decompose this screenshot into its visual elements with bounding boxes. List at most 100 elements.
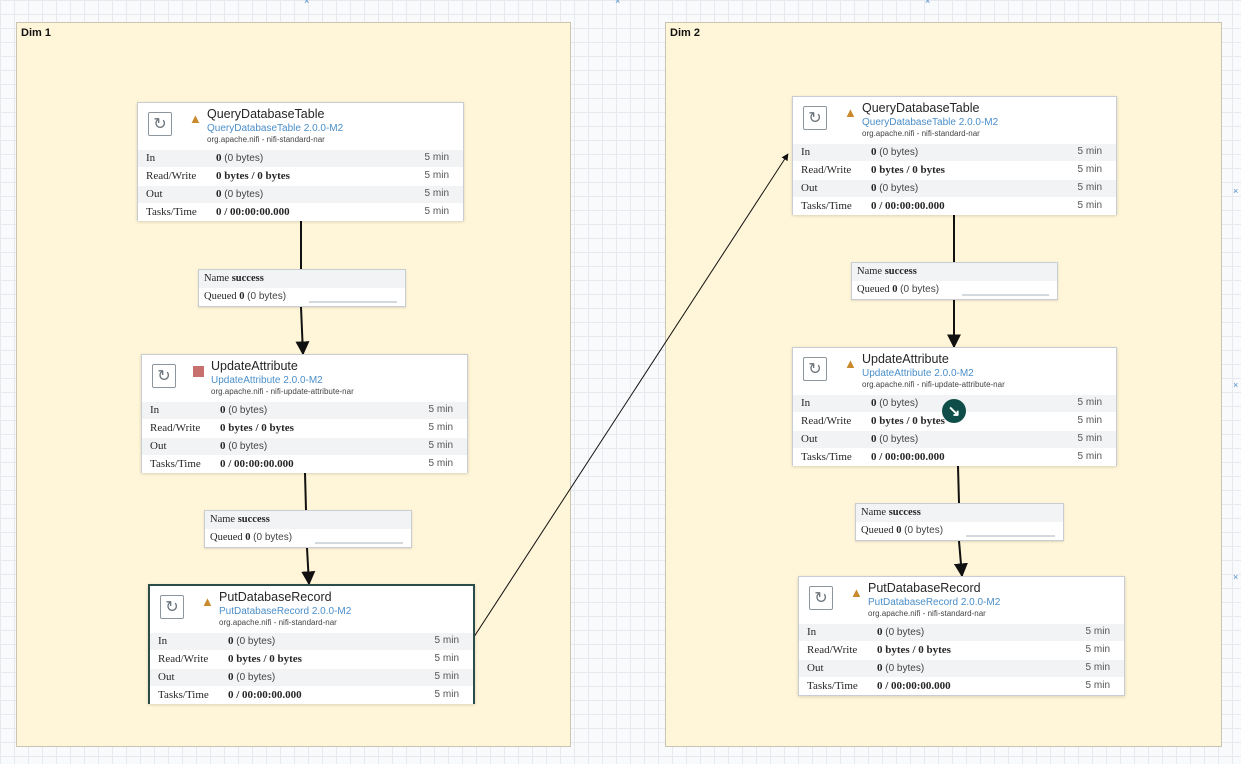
connection-line — [301, 547, 316, 586]
stat-value: 0 (0 bytes) — [871, 146, 919, 158]
processor-type: PutDatabaseRecord 2.0.0-M2 — [219, 606, 352, 617]
stat-row-tasks-time: Tasks/Time 0 / 00:00:00.000 5 min — [142, 455, 467, 473]
stat-label: Tasks/Time — [801, 200, 852, 212]
processor-putdatabaserecord[interactable]: ↻ ▲ PutDatabaseRecord PutDatabaseRecord … — [798, 576, 1125, 696]
processor-icon: ↻ — [148, 112, 172, 136]
connection-line — [295, 306, 310, 356]
process-group-title: Dim 1 — [21, 27, 51, 39]
connection-name: Name success — [857, 266, 917, 277]
stat-row-read-write: Read/Write 0 bytes / 0 bytes 5 min — [799, 641, 1124, 659]
processor-type: QueryDatabaseTable 2.0.0-M2 — [207, 123, 344, 134]
connection-line — [957, 465, 960, 504]
queue-bar — [966, 535, 1055, 537]
stat-window: 5 min — [1077, 146, 1102, 157]
stat-value: 0 bytes / 0 bytes — [228, 653, 302, 665]
warning-icon[interactable]: ▲ — [201, 594, 214, 609]
cross-group-connection-line — [469, 153, 789, 644]
stat-value: 0 (0 bytes) — [871, 433, 919, 445]
stat-window: 5 min — [428, 404, 453, 415]
stat-row-in: In 0 (0 bytes) 5 min — [150, 632, 473, 650]
stat-label: Tasks/Time — [150, 458, 201, 470]
processor-type: QueryDatabaseTable 2.0.0-M2 — [862, 117, 999, 128]
queue-bar — [962, 294, 1049, 296]
stat-window: 5 min — [1077, 433, 1102, 444]
processor-querydatabasetable[interactable]: ↻ ▲ QueryDatabaseTable QueryDatabaseTabl… — [137, 102, 464, 221]
processor-name: UpdateAttribute — [211, 359, 298, 373]
stat-value: 0 / 00:00:00.000 — [220, 458, 294, 470]
warning-icon[interactable]: ▲ — [844, 356, 857, 371]
stat-label: Read/Write — [146, 170, 197, 182]
stat-value: 0 / 00:00:00.000 — [871, 451, 945, 463]
stat-label: Read/Write — [807, 644, 858, 656]
stat-window: 5 min — [1077, 164, 1102, 175]
stat-window: 5 min — [1085, 626, 1110, 637]
warning-icon[interactable]: ▲ — [850, 585, 863, 600]
stat-value: 0 / 00:00:00.000 — [871, 200, 945, 212]
stat-row-tasks-time: Tasks/Time 0 / 00:00:00.000 5 min — [138, 203, 463, 221]
processor-querydatabasetable[interactable]: ↻ ▲ QueryDatabaseTable QueryDatabaseTabl… — [792, 96, 1117, 215]
connection-label[interactable]: Name success Queued 0 (0 bytes) — [198, 269, 406, 307]
processor-icon: ↻ — [809, 586, 833, 610]
stat-value: 0 bytes / 0 bytes — [220, 422, 294, 434]
stat-value: 0 / 00:00:00.000 — [216, 206, 290, 218]
grid-marker: × — [1233, 572, 1239, 582]
stat-value: 0 bytes / 0 bytes — [871, 164, 945, 176]
processor-updateattribute[interactable]: ↻ UpdateAttribute UpdateAttribute 2.0.0-… — [141, 354, 468, 473]
processor-putdatabaserecord[interactable]: ↻ ▲ PutDatabaseRecord PutDatabaseRecord … — [148, 584, 475, 704]
grid-marker: × — [925, 0, 931, 6]
stat-row-out: Out 0 (0 bytes) 5 min — [142, 437, 467, 455]
stat-row-out: Out 0 (0 bytes) 5 min — [138, 185, 463, 203]
stat-window: 5 min — [434, 689, 459, 700]
stat-label: In — [158, 635, 168, 647]
processor-bundle: org.apache.nifi - nifi-update-attribute-… — [862, 380, 1005, 389]
stat-value: 0 (0 bytes) — [216, 188, 264, 200]
processor-type: UpdateAttribute 2.0.0-M2 — [211, 375, 323, 386]
stat-row-read-write: Read/Write 0 bytes / 0 bytes 5 min — [150, 650, 473, 668]
processor-name: PutDatabaseRecord — [219, 590, 332, 604]
stat-label: Out — [150, 440, 167, 452]
processor-icon: ↻ — [152, 364, 176, 388]
grid-marker: × — [615, 0, 621, 6]
grid-marker: × — [1233, 186, 1239, 196]
processor-bundle: org.apache.nifi - nifi-standard-nar — [862, 129, 980, 138]
stat-label: Read/Write — [801, 164, 852, 176]
stat-value: 0 (0 bytes) — [877, 626, 925, 638]
connection-label[interactable]: Name success Queued 0 (0 bytes) — [204, 510, 412, 548]
connection-label[interactable]: Name success Queued 0 (0 bytes) — [855, 503, 1064, 541]
stat-label: Tasks/Time — [807, 680, 858, 692]
connection-label[interactable]: Name success Queued 0 (0 bytes) — [851, 262, 1058, 300]
stat-value: 0 / 00:00:00.000 — [877, 680, 951, 692]
stat-row-in: In 0 (0 bytes) 5 min — [799, 623, 1124, 641]
connection-line — [953, 540, 968, 578]
stat-window: 5 min — [428, 440, 453, 451]
stat-row-out: Out 0 (0 bytes) 5 min — [150, 668, 473, 686]
processor-bundle: org.apache.nifi - nifi-standard-nar — [868, 609, 986, 618]
processor-icon: ↻ — [803, 106, 827, 130]
stopped-icon[interactable] — [193, 366, 204, 377]
stat-label: Out — [158, 671, 175, 683]
queue-bar — [315, 542, 403, 544]
stat-row-read-write: Read/Write 0 bytes / 0 bytes 5 min — [793, 161, 1116, 179]
stat-window: 5 min — [434, 671, 459, 682]
queue-bar — [309, 301, 397, 303]
processor-icon: ↻ — [803, 357, 827, 381]
processor-icon: ↻ — [160, 595, 184, 619]
connection-queued: Queued 0 (0 bytes) — [210, 532, 293, 543]
stat-row-read-write: Read/Write 0 bytes / 0 bytes 5 min — [142, 419, 467, 437]
warning-icon[interactable]: ▲ — [844, 105, 857, 120]
stat-window: 5 min — [434, 635, 459, 646]
stat-value: 0 / 00:00:00.000 — [228, 689, 302, 701]
processor-type: PutDatabaseRecord 2.0.0-M2 — [868, 597, 1001, 608]
stat-label: Out — [146, 188, 163, 200]
stat-window: 5 min — [424, 206, 449, 217]
stat-label: Read/Write — [158, 653, 209, 665]
stat-label: Out — [801, 182, 818, 194]
warning-icon[interactable]: ▲ — [189, 111, 202, 126]
stat-window: 5 min — [424, 152, 449, 163]
run-arrow-icon[interactable]: ↘ — [942, 399, 966, 423]
stat-row-in: In 0 (0 bytes) 5 min — [138, 149, 463, 167]
stat-window: 5 min — [428, 458, 453, 469]
stat-row-tasks-time: Tasks/Time 0 / 00:00:00.000 5 min — [150, 686, 473, 704]
stat-window: 5 min — [424, 170, 449, 181]
processor-stats: In 0 (0 bytes) 5 min Read/Write 0 bytes … — [138, 149, 463, 221]
